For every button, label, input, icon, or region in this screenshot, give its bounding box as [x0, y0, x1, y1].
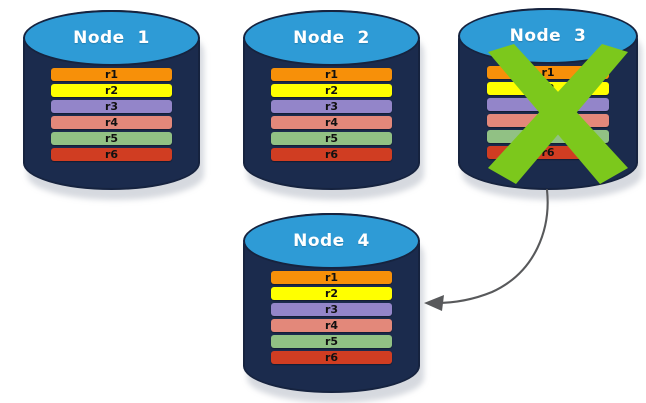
row-r1[interactable]: r1	[486, 66, 610, 80]
node-3-label: Node 3	[509, 26, 587, 47]
row-r1[interactable]: r1	[271, 67, 392, 81]
row-label: r5	[324, 334, 339, 348]
row-label: r2	[104, 83, 119, 97]
row-label: r6	[104, 147, 119, 161]
node-top-disc: Node 1	[23, 10, 200, 66]
node-top-disc: Node 3	[458, 8, 638, 65]
node-2-cylinder[interactable]: Node 2 r1 r2 r3 r4 r5 r6	[243, 10, 424, 200]
row-r3[interactable]: r3	[271, 99, 392, 113]
row-r4[interactable]: r4	[271, 318, 392, 332]
node-4-row-list: r1 r2 r3 r4 r5 r6	[271, 270, 392, 364]
row-label: r2	[541, 82, 555, 96]
node-3-cylinder[interactable]: Node 3 r1 r2 r3 r4 r5 r6	[458, 8, 642, 200]
row-r6[interactable]: r6	[271, 147, 392, 161]
row-r1[interactable]: r1	[51, 67, 172, 81]
row-r2[interactable]: r2	[486, 82, 610, 96]
row-label: r3	[104, 99, 119, 113]
row-r2[interactable]: r2	[271, 83, 392, 97]
node-1-cylinder[interactable]: Node 1 r1 r2 r3 r4 r5 r6	[23, 10, 204, 200]
row-label: r5	[104, 131, 119, 145]
row-r3[interactable]: r3	[51, 99, 172, 113]
row-r6[interactable]: r6	[486, 146, 610, 160]
node-1-label: Node 1	[73, 27, 150, 48]
row-r5[interactable]: r5	[51, 131, 172, 145]
row-r5[interactable]: r5	[271, 334, 392, 348]
row-r6[interactable]: r6	[51, 147, 172, 161]
row-r2[interactable]: r2	[51, 83, 172, 97]
node-2-row-list: r1 r2 r3 r4 r5 r6	[271, 67, 392, 161]
row-r5[interactable]: r5	[271, 131, 392, 145]
row-label: r6	[324, 350, 339, 364]
row-r3[interactable]: r3	[486, 98, 610, 112]
node-top-disc: Node 2	[243, 10, 420, 66]
row-label: r5	[541, 130, 555, 144]
node-4-cylinder[interactable]: Node 4 r1 r2 r3 r4 r5 r6	[243, 213, 424, 403]
row-label: r3	[324, 302, 339, 316]
row-r3[interactable]: r3	[271, 302, 392, 316]
node-4-label: Node 4	[293, 230, 370, 251]
row-r6[interactable]: r6	[271, 350, 392, 364]
row-label: r2	[324, 83, 339, 97]
row-label: r1	[324, 67, 339, 81]
row-r5[interactable]: r5	[486, 130, 610, 144]
row-label: r1	[104, 67, 119, 81]
row-r2[interactable]: r2	[271, 286, 392, 300]
row-label: r6	[324, 147, 339, 161]
row-label: r3	[324, 99, 339, 113]
node-3-row-list: r1 r2 r3 r4 r5 r6	[486, 66, 610, 160]
row-r4[interactable]: r4	[486, 114, 610, 128]
row-label: r4	[104, 115, 119, 129]
node-top-disc: Node 4	[243, 213, 420, 269]
row-label: r5	[324, 131, 339, 145]
row-label: r2	[324, 286, 339, 300]
row-r4[interactable]: r4	[51, 115, 172, 129]
row-r4[interactable]: r4	[271, 115, 392, 129]
row-label: r1	[324, 270, 339, 284]
row-label: r4	[324, 318, 339, 332]
row-label: r4	[541, 114, 555, 128]
row-label: r1	[541, 66, 555, 80]
node-2-label: Node 2	[293, 27, 370, 48]
row-label: r6	[541, 146, 555, 160]
node-1-row-list: r1 r2 r3 r4 r5 r6	[51, 67, 172, 161]
row-r1[interactable]: r1	[271, 270, 392, 284]
row-label: r3	[541, 98, 555, 112]
row-label: r4	[324, 115, 339, 129]
